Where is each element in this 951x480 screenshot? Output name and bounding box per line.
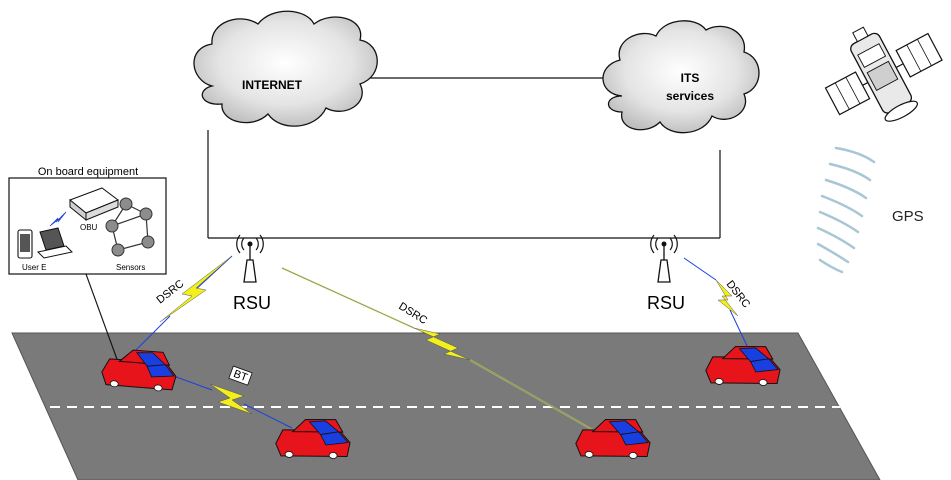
- internet-cloud: INTERNET: [193, 10, 378, 127]
- onboard-connector: [85, 273, 119, 363]
- bt-bolt-icon: [49, 211, 67, 227]
- rsu-left-antenna: [236, 234, 264, 283]
- rsu-right-label: RSU: [647, 293, 685, 313]
- bt-link: [167, 365, 293, 429]
- laptop-icon: [36, 227, 74, 259]
- phone-icon: [17, 229, 33, 259]
- sensors-network-icon: [105, 197, 155, 257]
- gps-satellite-icon: [824, 26, 943, 122]
- bt-label: BT: [232, 368, 250, 384]
- rsu-right-antenna: [650, 234, 678, 283]
- gps-signal-waves: [816, 146, 876, 274]
- internet-label: INTERNET: [242, 78, 303, 92]
- dsrc-left-label: DSRC: [154, 278, 186, 307]
- user-label: User E: [22, 263, 46, 272]
- obu-label: OBU: [80, 223, 98, 232]
- backbone-wires: [207, 77, 721, 239]
- its-label-line2: services: [666, 89, 714, 103]
- onboard-title: On board equipment: [38, 166, 138, 178]
- sensors-label: Sensors: [116, 263, 145, 272]
- gps-label: GPS: [892, 208, 924, 225]
- rsu-left-label: RSU: [233, 293, 271, 313]
- its-services-cloud: ITS services: [602, 20, 760, 134]
- dsrc-link-middle: [281, 267, 601, 435]
- obu-device-icon: [69, 187, 120, 222]
- dsrc-link-right: [683, 257, 749, 349]
- its-label-line1: ITS: [681, 71, 700, 85]
